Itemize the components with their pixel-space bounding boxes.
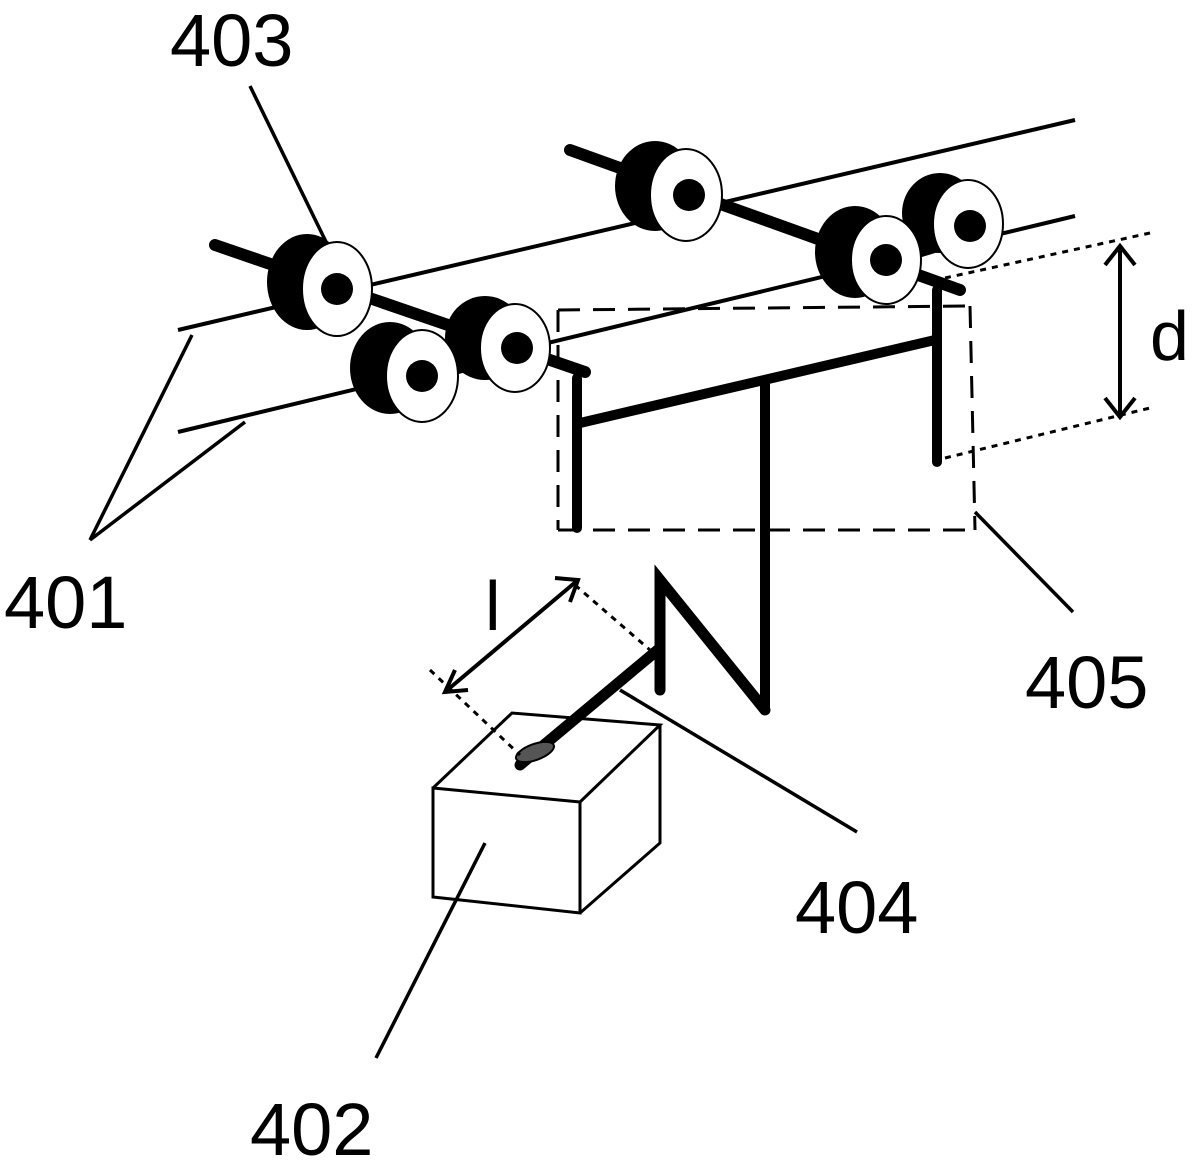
wheels [267,141,1004,423]
box-402 [431,711,664,915]
wheel-1 [267,234,373,337]
leader-401-a [88,334,194,541]
frame [572,285,942,715]
dimension-d [944,231,1151,460]
leader-401-b [88,420,247,542]
label-403: 403 [170,0,293,82]
arm-tip [515,740,555,764]
label-404: 404 [795,866,918,949]
leader-403 [248,85,332,251]
wheel-5 [902,173,1004,269]
dimension-l [428,576,651,757]
spring-arm-404 [514,564,771,771]
wheel-6 [815,206,922,305]
wheel-2 [445,296,551,393]
leader-lines [88,85,1075,1059]
leader-404 [619,688,858,834]
label-l: l [485,567,501,645]
label-401: 401 [4,561,127,644]
leader-402 [374,842,487,1059]
wheel-4 [615,141,723,242]
wheel-3 [350,322,459,423]
region-405 [556,304,977,532]
leader-405 [973,510,1075,614]
label-d: d [1150,297,1189,375]
label-405: 405 [1025,641,1148,724]
label-402: 402 [250,1088,373,1167]
cross-bar [575,335,940,428]
